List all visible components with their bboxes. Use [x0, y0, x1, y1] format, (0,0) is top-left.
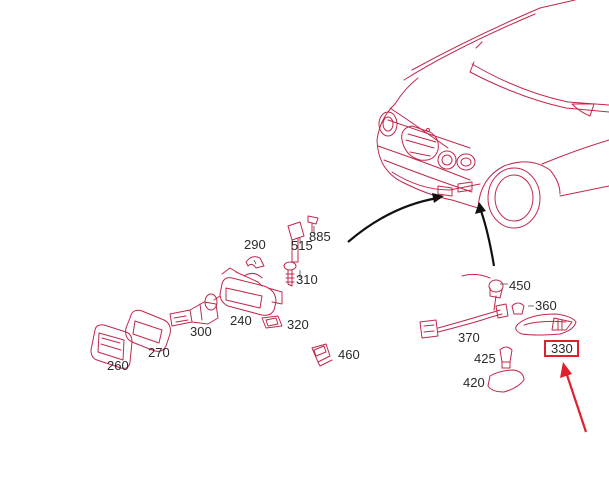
car-outline	[376, 0, 609, 229]
part-label-330: 330	[551, 341, 573, 356]
part-370-harness-drawing	[419, 303, 509, 339]
arrow-marker-lamp-to-car	[478, 207, 496, 267]
part-330-marker-lamp-drawing	[515, 313, 577, 336]
part-label-420: 420	[463, 375, 485, 390]
part-label-320: 320	[287, 317, 309, 332]
highlight-box-330	[544, 340, 579, 357]
part-885-clip-drawing	[307, 215, 319, 233]
arrowhead-left	[432, 193, 444, 203]
part-label-885: 885	[309, 229, 331, 244]
arrow-fog-lamp-to-car	[347, 196, 439, 243]
part-label-290: 290	[244, 237, 266, 252]
part-515-bracket-drawing	[287, 221, 305, 263]
part-label-425: 425	[474, 351, 496, 366]
part-label-370: 370	[458, 330, 480, 345]
part-310-screw-drawing	[283, 261, 297, 287]
highlight-arrow	[560, 362, 588, 433]
part-label-515: 515	[291, 238, 313, 253]
part-360-bulb-drawing	[511, 302, 525, 315]
part-label-450: 450	[509, 278, 531, 293]
part-label-360: 360	[535, 298, 557, 313]
part-260-fog-lens-drawing	[90, 324, 133, 369]
part-300-bulb-drawing	[169, 293, 219, 327]
part-270-frame-drawing	[125, 309, 171, 352]
part-label-260: 260	[107, 358, 129, 373]
part-450-bulb-drawing	[461, 273, 504, 311]
arrowhead-right	[475, 202, 486, 214]
part-label-310: 310	[296, 272, 318, 287]
part-425-bulb-drawing	[499, 346, 513, 369]
part-290-clip-drawing	[245, 256, 265, 269]
part-label-300: 300	[190, 324, 212, 339]
part-label-460: 460	[338, 347, 360, 362]
part-label-270: 270	[148, 345, 170, 360]
part-320-clip-drawing	[261, 315, 283, 329]
part-460-clip-drawing	[311, 343, 333, 367]
assembly-arrows	[347, 196, 496, 267]
part-label-240: 240	[230, 313, 252, 328]
part-240-housing-drawing	[213, 267, 283, 316]
part-420-lens-drawing	[487, 369, 525, 393]
